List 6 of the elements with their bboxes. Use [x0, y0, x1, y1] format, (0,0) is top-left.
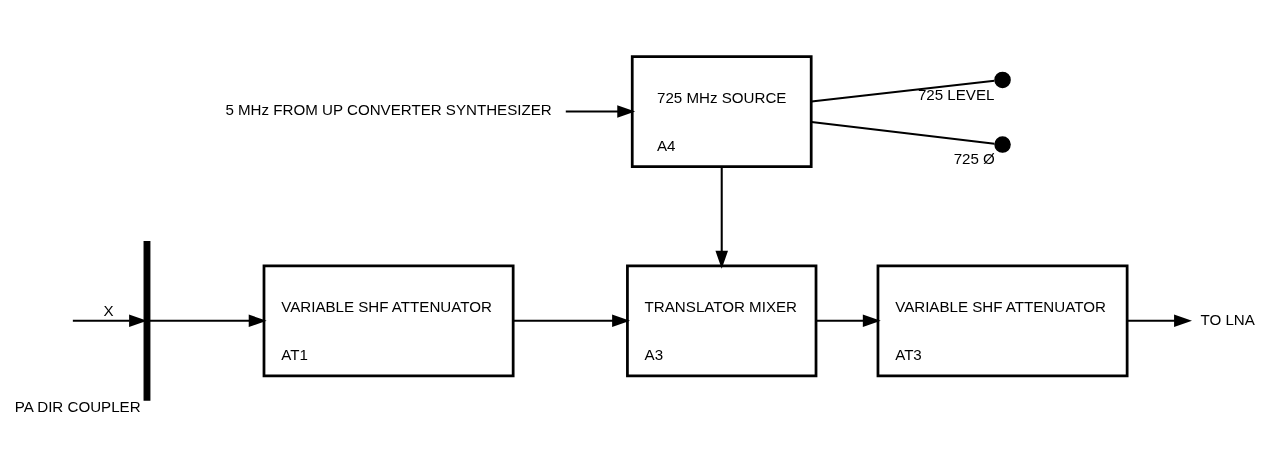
node-text: 5 MHz FROM UP CONVERTER SYNTHESIZER [225, 100, 552, 118]
node-label: 725 Ø [953, 149, 995, 167]
node-text: TO LNA [1200, 310, 1255, 328]
node-label: 725 LEVEL [917, 85, 995, 103]
node-label: PA DIR COUPLER [14, 397, 141, 415]
edge-label: X [103, 301, 114, 319]
